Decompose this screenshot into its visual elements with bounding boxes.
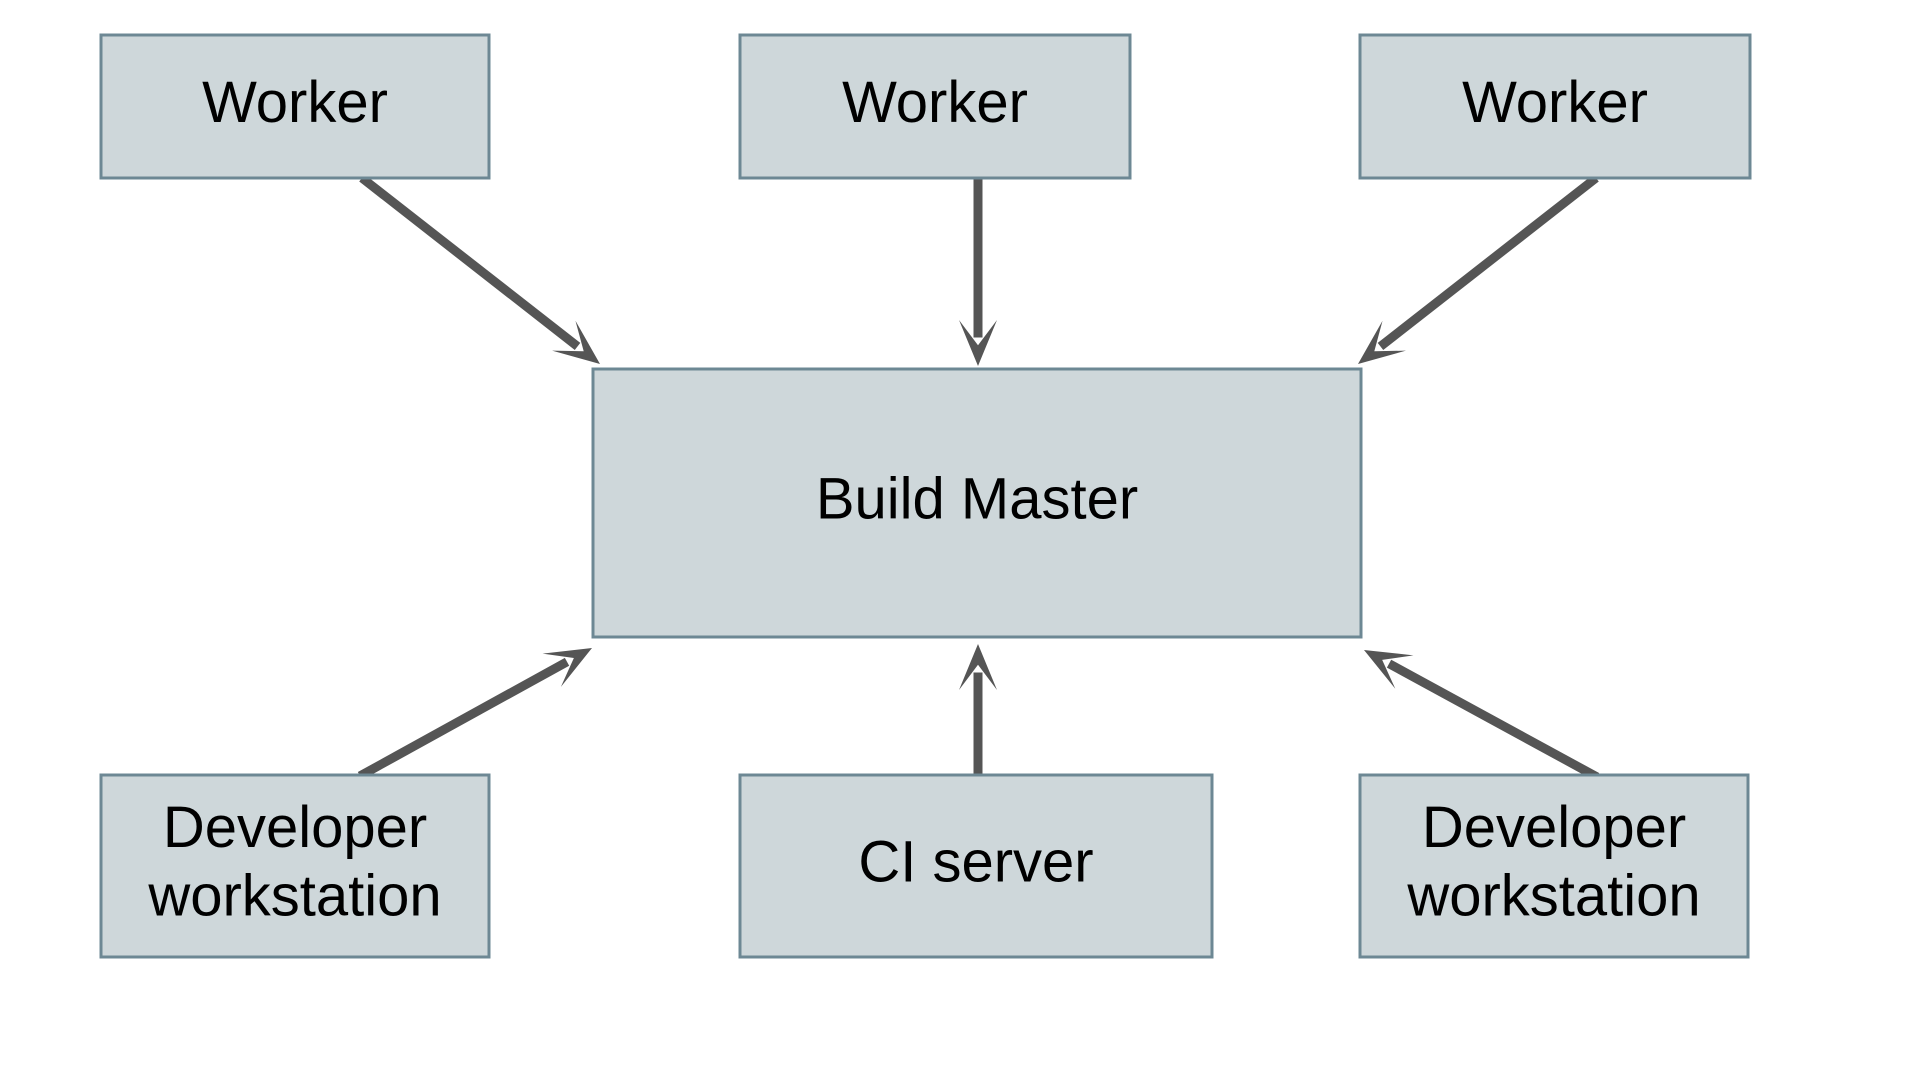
edge-worker-left-to-build-master xyxy=(359,174,600,364)
edge-shaft xyxy=(1386,659,1600,781)
edge-arrowhead xyxy=(959,320,997,366)
edge-ci-server-to-build-master xyxy=(959,644,997,775)
edge-shaft xyxy=(1377,174,1599,350)
edge-arrowhead xyxy=(1358,320,1406,364)
edges-layer xyxy=(357,174,1600,781)
node-label-worker-right: Worker xyxy=(1462,70,1648,135)
node-worker-left[interactable]: Worker xyxy=(99,33,491,180)
node-label-worker-center: Worker xyxy=(842,70,1028,135)
node-label-developer-workstation-right: Developer xyxy=(1422,795,1686,860)
node-worker-right[interactable]: Worker xyxy=(1358,33,1752,180)
node-box-worker-center[interactable] xyxy=(738,33,1132,180)
edge-arrowhead xyxy=(1364,650,1414,689)
node-label-ci-server: CI server xyxy=(858,829,1093,894)
node-box-developer-workstation-right[interactable] xyxy=(1358,773,1750,959)
node-label-build-master: Build Master xyxy=(816,466,1138,531)
edge-shaft xyxy=(359,174,581,350)
node-label-worker-left: Worker xyxy=(202,70,388,135)
edge-arrowhead xyxy=(959,644,997,690)
edge-developer-workstation-left-to-build-master xyxy=(357,648,592,780)
node-ci-server[interactable]: CI server xyxy=(738,773,1214,959)
edge-worker-center-to-build-master xyxy=(959,178,997,366)
node-box-worker-left[interactable] xyxy=(99,33,491,180)
node-box-ci-server[interactable] xyxy=(738,773,1214,959)
edge-worker-right-to-build-master xyxy=(1358,174,1599,364)
node-label-developer-workstation-left: Developer xyxy=(163,795,427,860)
node-worker-center[interactable]: Worker xyxy=(738,33,1132,180)
node-box-developer-workstation-left[interactable] xyxy=(99,773,491,959)
node-label-developer-workstation-right: workstation xyxy=(1406,864,1700,929)
node-box-worker-right[interactable] xyxy=(1358,33,1752,180)
node-build-master[interactable]: Build Master xyxy=(591,367,1363,639)
edge-developer-workstation-right-to-build-master xyxy=(1364,650,1600,781)
node-box-build-master[interactable] xyxy=(591,367,1363,639)
edge-arrowhead xyxy=(542,648,592,687)
edge-shaft xyxy=(357,657,570,780)
edge-arrowhead xyxy=(552,320,600,364)
node-label-developer-workstation-left: workstation xyxy=(147,864,441,929)
